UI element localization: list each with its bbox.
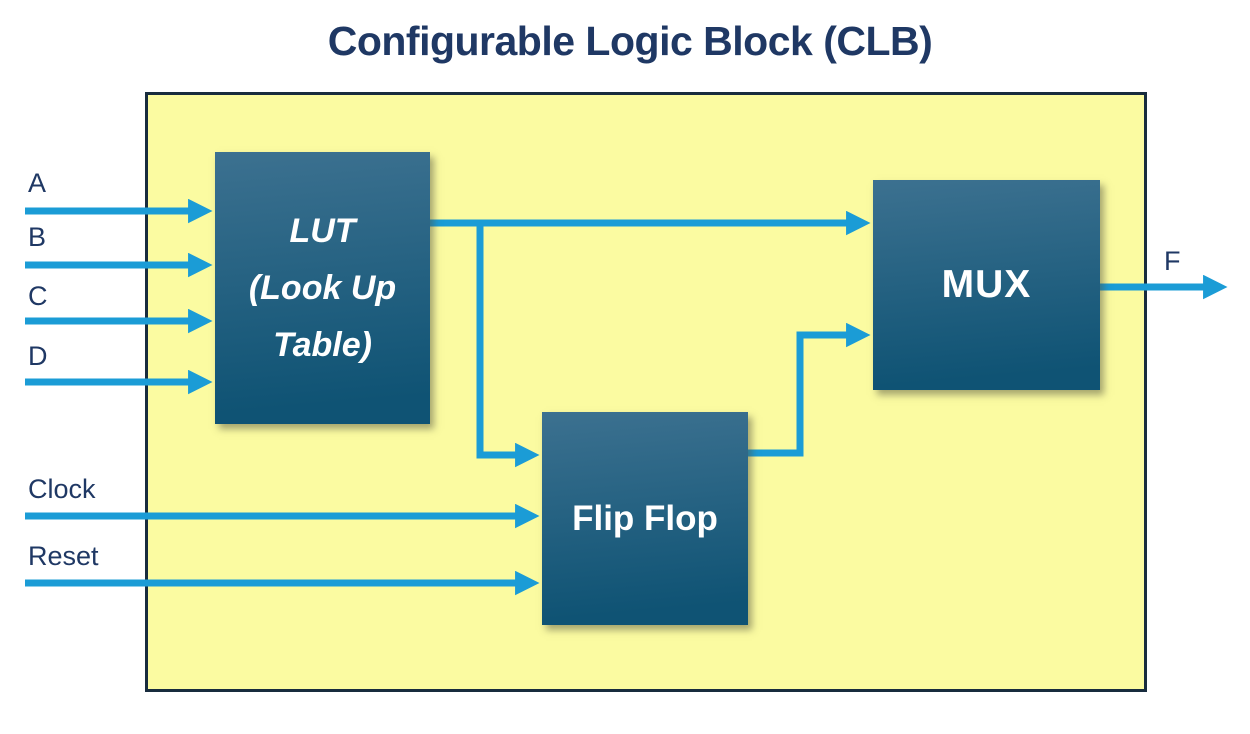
output-f-label: F (1164, 246, 1181, 276)
mux-label: MUX (941, 263, 1032, 306)
lut-label-line1: LUT (289, 211, 356, 250)
lut-label-line3: Table) (273, 325, 372, 364)
input-d-label: D (28, 341, 48, 371)
input-b-label: B (28, 222, 47, 252)
mux-block: MUX (873, 180, 1100, 390)
diagram-title: Configurable Logic Block (CLB) (327, 18, 933, 64)
flipflop-block: Flip Flop (542, 412, 748, 625)
lut-label-line2: (Look Up (248, 268, 397, 307)
input-c-label: C (28, 281, 48, 311)
clock-label: Clock (28, 474, 96, 504)
lut-block: LUT (Look Up Table) (215, 152, 430, 424)
flipflop-label: Flip Flop (572, 498, 718, 538)
reset-label: Reset (28, 541, 99, 571)
input-a-label: A (28, 168, 47, 198)
